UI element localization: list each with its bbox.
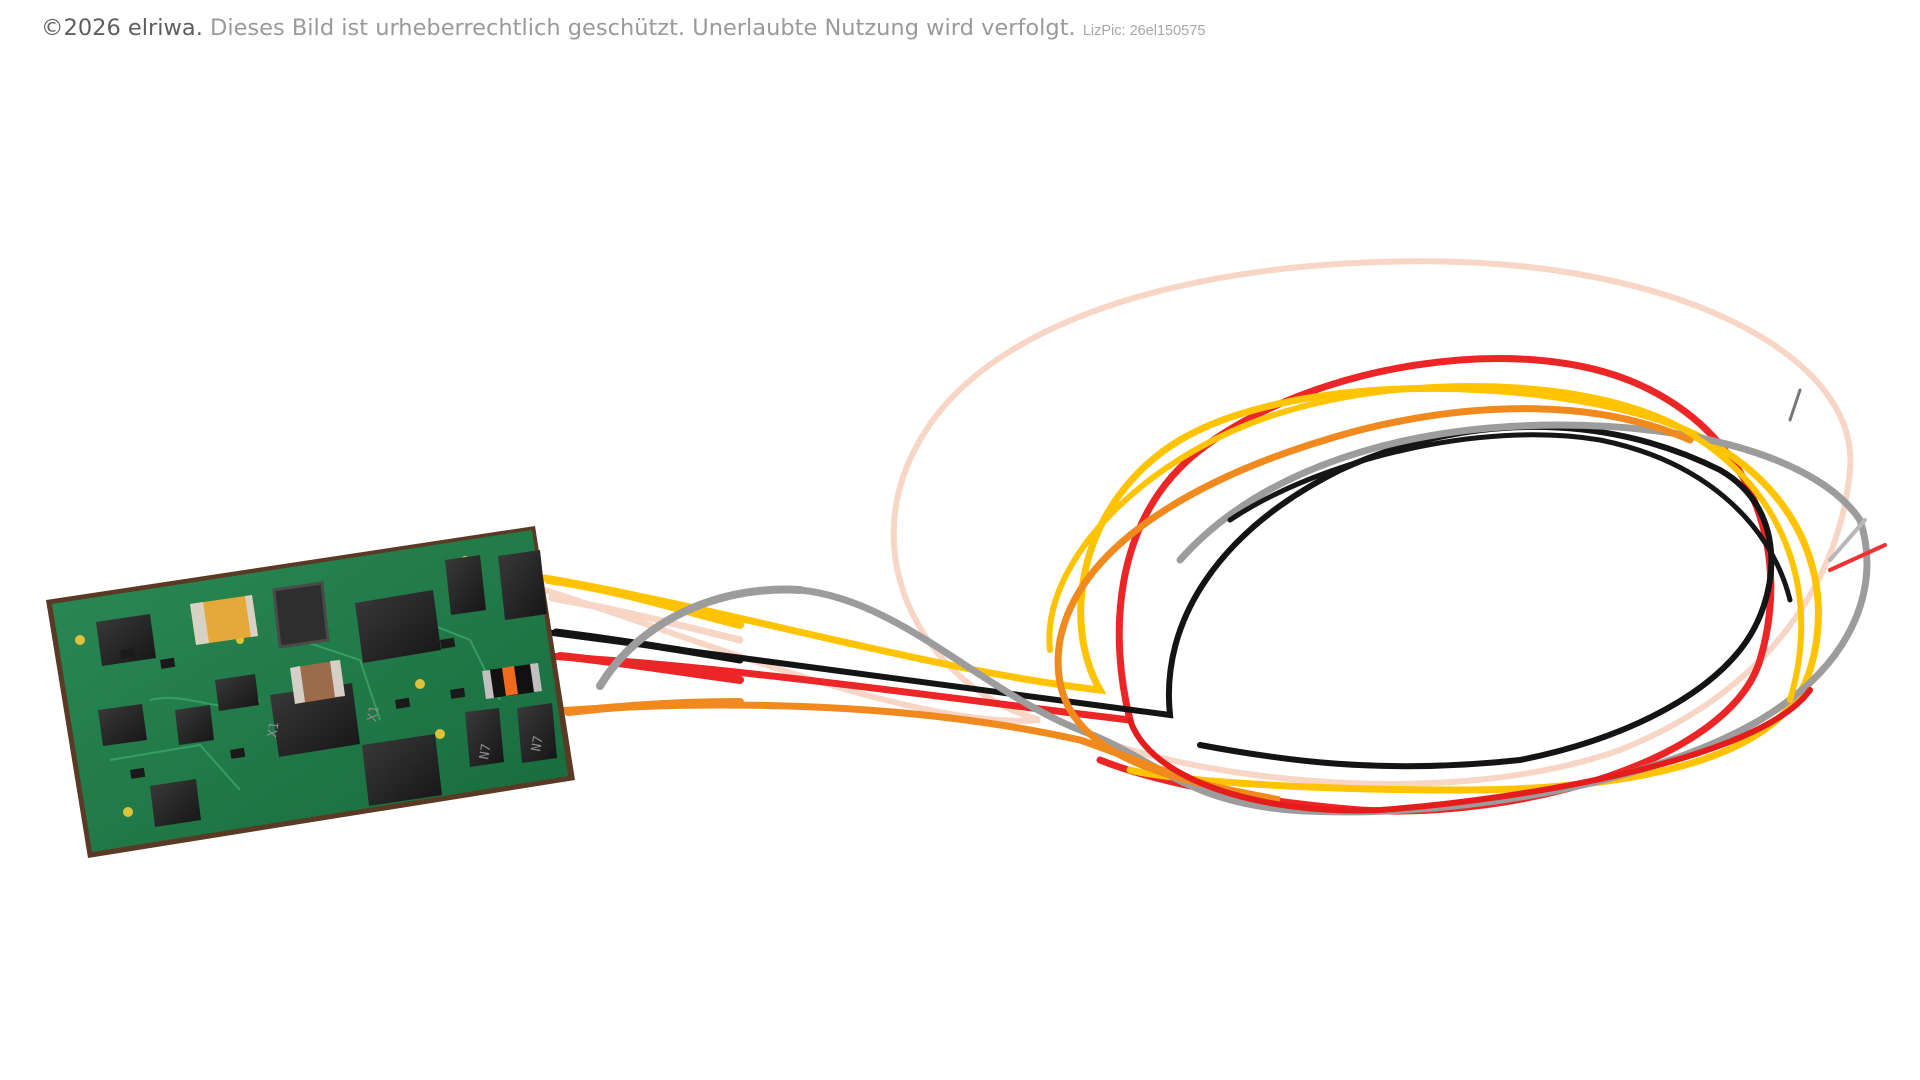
wire-black-loop [1227, 432, 1793, 603]
component-label-n7-left: N7 [477, 743, 494, 761]
wire-peach [542, 258, 1854, 787]
component-label-n7-right: N7 [529, 735, 546, 753]
wire-yellow-loop [1046, 383, 1805, 703]
wire-end-gray [1788, 388, 1802, 422]
copyright-owner: ©2026 elriwa. [41, 15, 203, 41]
pcb-board: X1 X1 N7 N7 [46, 526, 575, 858]
wire-yellow [541, 384, 1822, 794]
wire-red-loop [1127, 687, 1813, 814]
component-label-x1-left: X1 [265, 721, 282, 739]
wire-roots [544, 576, 804, 716]
copyright-watermark: ©2026 elriwa. Dieses Bild ist urheberrec… [41, 12, 1205, 47]
inductor [272, 581, 330, 649]
wire-orange [541, 405, 1694, 804]
copyright-notice: Dieses Bild ist urheberrechtlich geschüt… [210, 15, 1076, 41]
licence-code: LizPic: 26el150575 [1082, 23, 1206, 39]
wire-end-silver [1828, 518, 1867, 562]
wire-end-red [1828, 543, 1887, 572]
wire-bundle [541, 258, 1887, 816]
wire-black [542, 423, 1775, 770]
component-label-x1-right: X1 [365, 705, 382, 723]
ic-chips [96, 550, 557, 827]
